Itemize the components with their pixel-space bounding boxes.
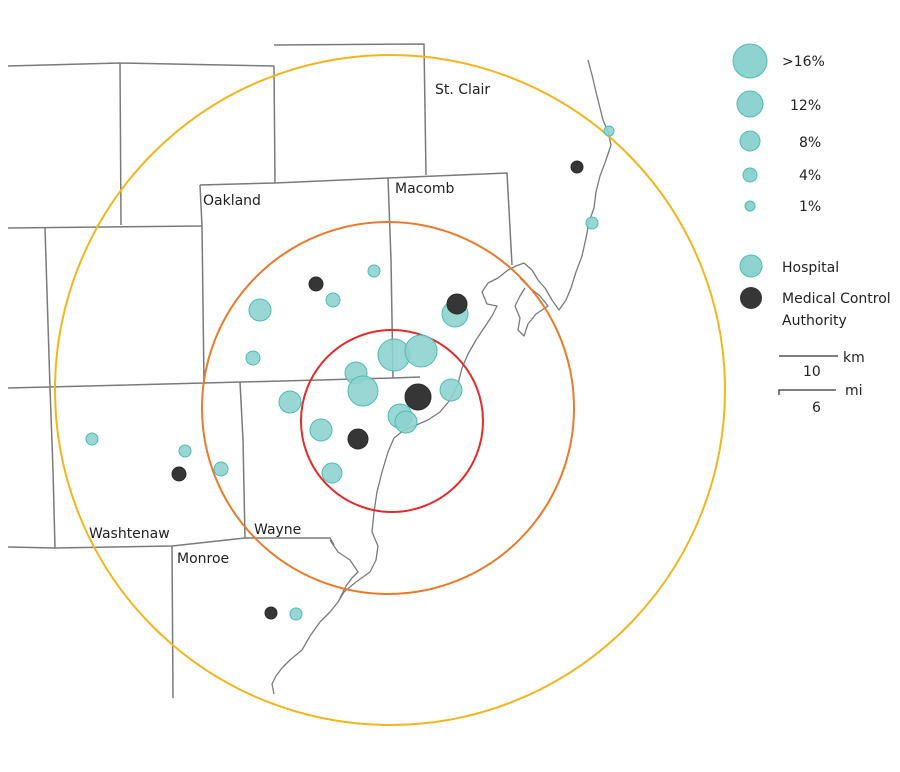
shoreline (271, 59, 612, 695)
mca-marker[interactable] (347, 428, 369, 450)
hospital-marker[interactable] (603, 125, 615, 137)
mca-markers (171, 160, 584, 620)
county-border-oakland-wayne (7, 376, 421, 389)
scale-bar-km-unit: km (843, 350, 865, 366)
legend-hospital-icon (739, 254, 763, 278)
county-border-washtenaw-west (49, 387, 56, 549)
hospital-marker[interactable] (439, 378, 463, 402)
county-border-south (7, 537, 335, 549)
county-label-monroe: Monroe (177, 551, 229, 567)
mca-marker[interactable] (171, 466, 187, 482)
legend-mca-icon (740, 287, 762, 309)
legend-size-scale (732, 43, 768, 212)
county-label-macomb: Macomb (395, 181, 455, 197)
hospital-marker[interactable] (347, 375, 379, 407)
ring-middle (201, 221, 575, 595)
scale-bar: km 10 mi 6 (778, 350, 865, 416)
hospital-marker[interactable] (213, 461, 229, 477)
county-label-st-clair: St. Clair (435, 82, 490, 98)
mca-marker[interactable] (570, 160, 584, 174)
hospital-marker[interactable] (85, 432, 99, 446)
distance-rings (54, 54, 726, 726)
county-boundaries (7, 43, 513, 699)
hospital-marker[interactable] (278, 390, 302, 414)
hospital-marker[interactable] (309, 418, 333, 442)
county-labels: St. Clair Oakland Macomb Washtenaw Wayne… (89, 82, 490, 567)
county-label-wayne: Wayne (254, 522, 301, 538)
county-border-north-row (7, 62, 276, 226)
mca-marker[interactable] (264, 606, 278, 620)
hospital-markers (85, 125, 615, 621)
hospital-marker[interactable] (178, 444, 192, 458)
legend-size-label-8: 8% (799, 135, 821, 151)
county-border-livingston (7, 225, 203, 389)
legend-size-marker-1 (744, 200, 756, 212)
legend-hospital-label: Hospital (782, 260, 839, 276)
shoreline-st-clair-river (537, 59, 612, 311)
county-border-oakland-north (199, 172, 513, 266)
legend-size-label-1: 1% (799, 199, 821, 215)
mca-marker[interactable] (404, 383, 432, 411)
hospital-marker[interactable] (404, 334, 438, 368)
shoreline-monroe-detail (329, 539, 359, 599)
scale-bar-mi-line (778, 389, 836, 395)
shoreline-delta (514, 277, 549, 337)
legend-mca-label-line2: Authority (782, 313, 847, 329)
shoreline-lake-st-clair (271, 262, 539, 695)
hospital-marker[interactable] (321, 462, 343, 484)
scale-bar-km-value: 10 (803, 364, 821, 380)
legend-size-marker-16 (732, 43, 768, 79)
legend-size-marker-12 (736, 90, 764, 118)
county-border-washtenaw-east (239, 381, 246, 539)
county-label-oakland: Oakland (203, 193, 261, 209)
hospital-marker[interactable] (289, 607, 303, 621)
legend-size-marker-4 (742, 167, 758, 183)
legend-size-label-16: >16% (782, 54, 825, 70)
legend-mca-label-line1: Medical Control (782, 291, 891, 307)
hospital-marker[interactable] (394, 410, 418, 434)
legend-size-label-4: 4% (799, 168, 821, 184)
county-label-washtenaw: Washtenaw (89, 526, 170, 542)
county-border-oakland-west (199, 184, 205, 384)
ring-outer (54, 54, 726, 726)
legend-size-marker-8 (739, 130, 761, 152)
hospital-marker[interactable] (245, 350, 261, 366)
mca-marker[interactable] (308, 276, 324, 292)
mca-marker[interactable] (446, 293, 468, 315)
scale-bar-mi-value: 6 (812, 400, 821, 416)
ring-inner (300, 329, 484, 513)
hospital-marker[interactable] (248, 298, 272, 322)
legend-size-label-12: 12% (790, 98, 821, 114)
county-border-st-clair-west (273, 43, 427, 176)
hospital-marker[interactable] (585, 216, 599, 230)
county-border-monroe-west (171, 545, 174, 699)
legend: >16% 12% 8% 4% 1% Hospital Medical Contr… (732, 43, 891, 329)
hospital-marker[interactable] (367, 264, 381, 278)
scale-bar-mi-unit: mi (845, 383, 863, 399)
hospital-marker[interactable] (325, 292, 341, 308)
